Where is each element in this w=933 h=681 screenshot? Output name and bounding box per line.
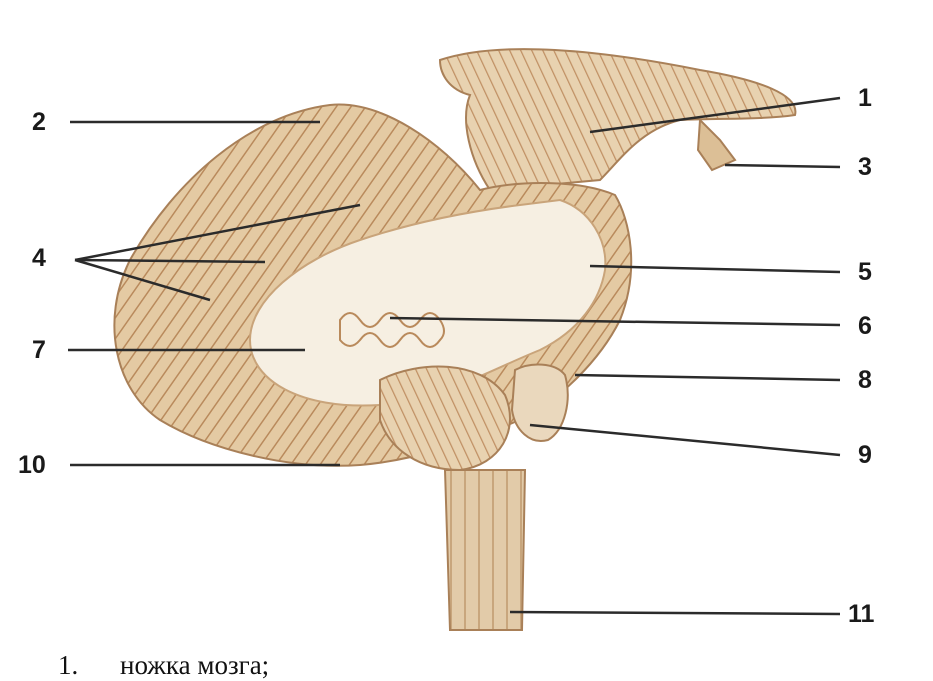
legend-item-1: 1.ножка мозга; <box>58 650 269 681</box>
callout-label-2: 2 <box>32 110 46 135</box>
leader-line-3 <box>725 165 840 167</box>
cranial-nerve-shape <box>698 120 735 170</box>
callout-label-5: 5 <box>858 260 872 285</box>
cerebral-peduncle-shape <box>440 49 795 190</box>
callout-label-10: 10 <box>18 453 46 478</box>
leader-line-11 <box>510 612 840 614</box>
callout-label-3: 3 <box>858 155 872 180</box>
leader-line-8 <box>575 375 840 380</box>
callout-label-9: 9 <box>858 443 872 468</box>
callout-label-7: 7 <box>32 338 46 363</box>
medulla-shape <box>445 470 525 630</box>
legend-item-text: ножка мозга; <box>120 650 269 680</box>
leader-line-9 <box>530 425 840 455</box>
callout-label-11: 11 <box>848 602 874 627</box>
legend-item-number: 1. <box>58 650 120 681</box>
callout-label-6: 6 <box>858 314 872 339</box>
callout-label-1: 1 <box>858 86 872 111</box>
olive-shape <box>512 365 568 441</box>
callout-label-8: 8 <box>858 368 872 393</box>
callout-label-4: 4 <box>32 246 46 271</box>
